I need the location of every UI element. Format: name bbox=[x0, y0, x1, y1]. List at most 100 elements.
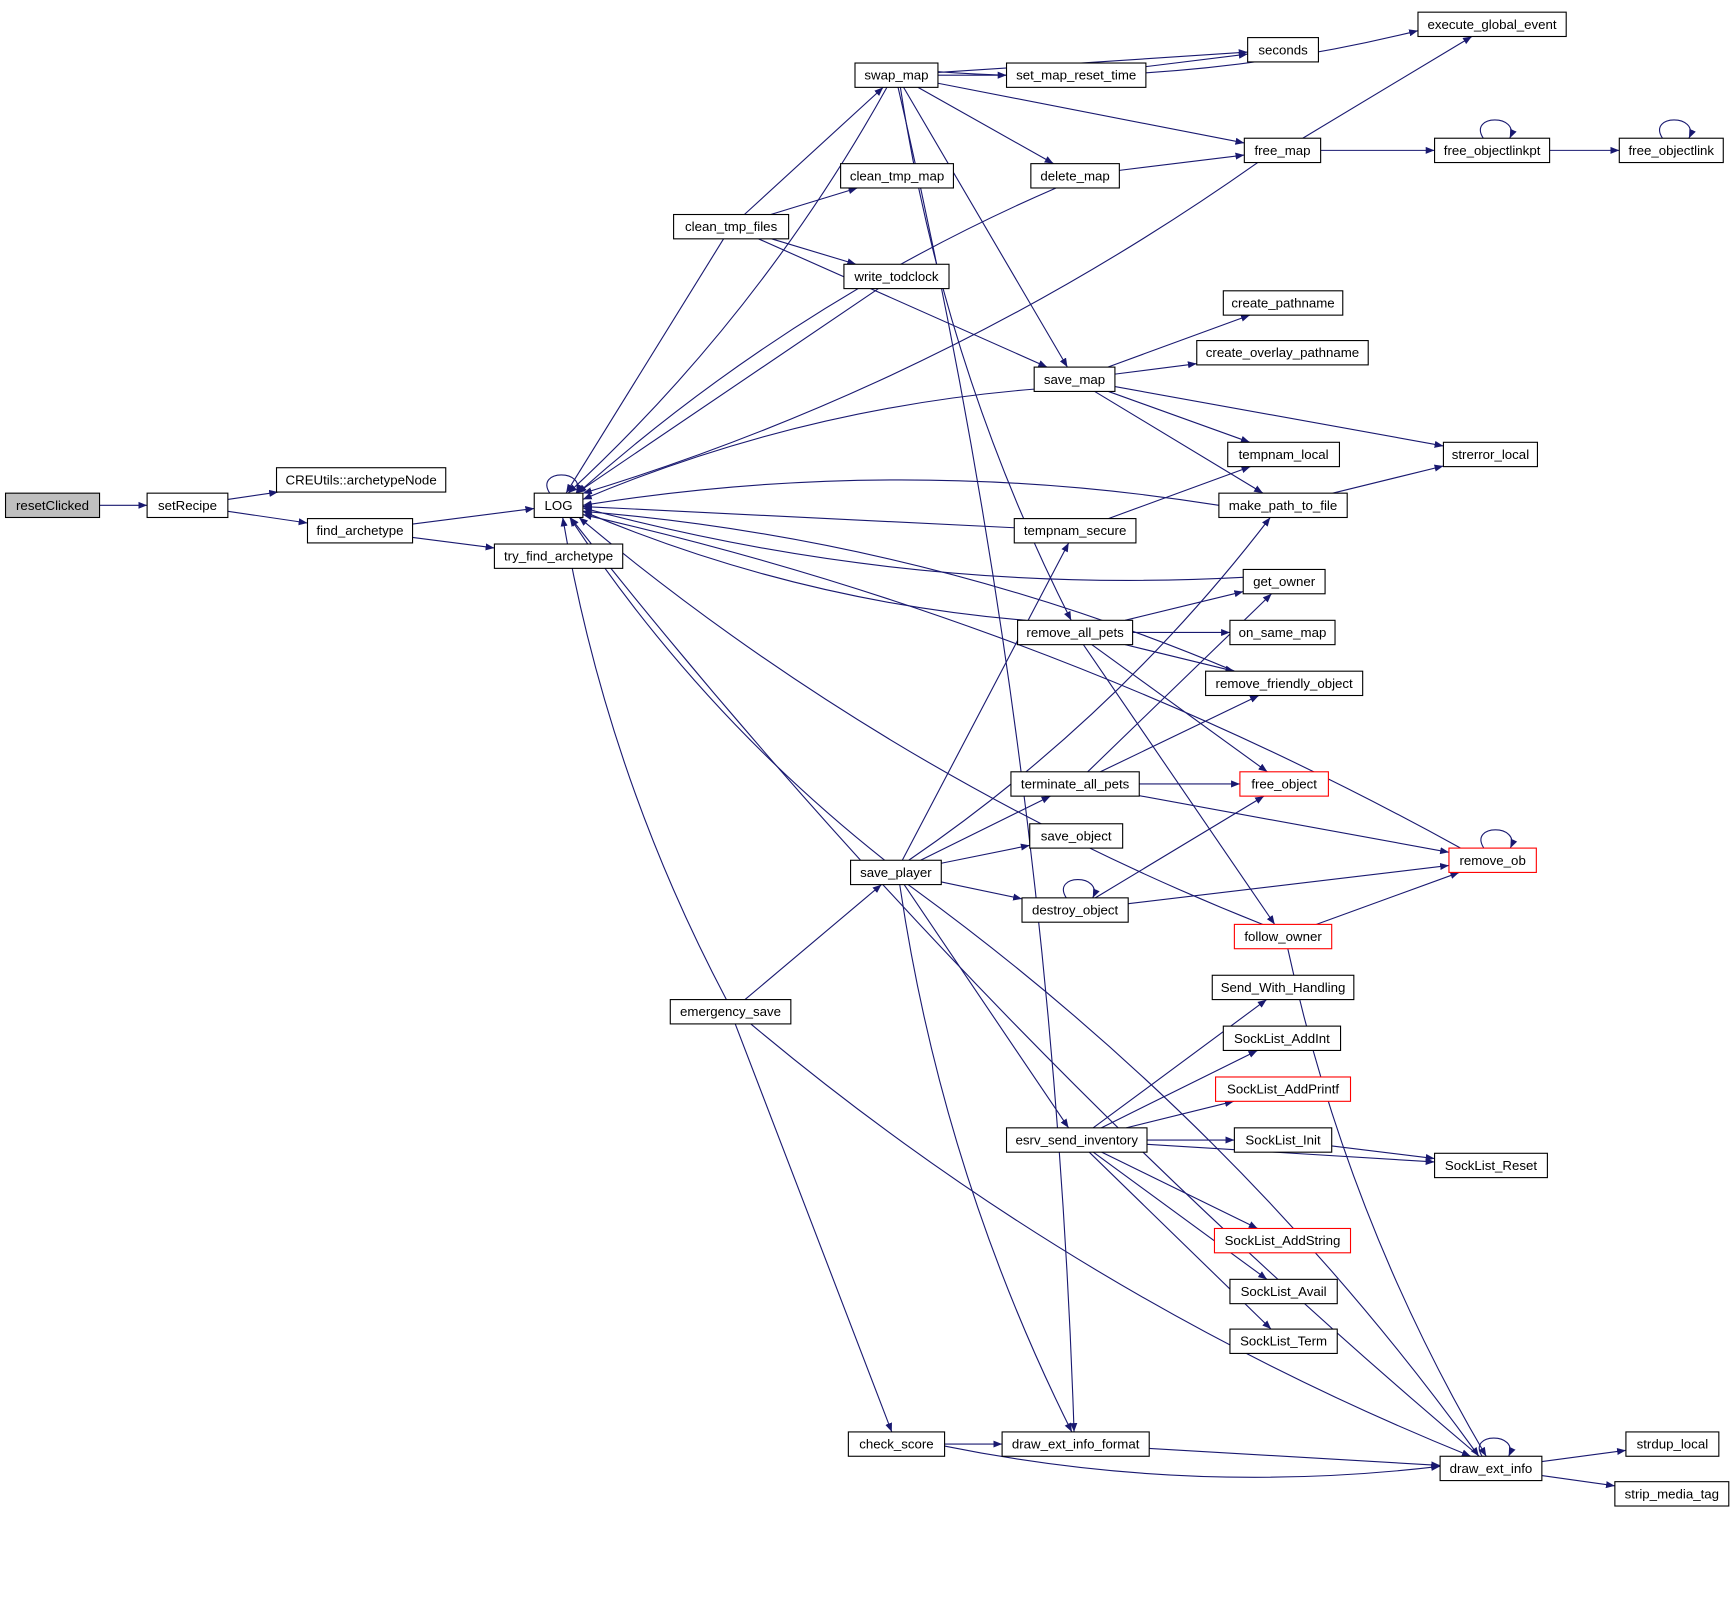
node-strdup_local[interactable]: strdup_local bbox=[1625, 1431, 1720, 1457]
node-box[interactable] bbox=[1001, 1431, 1150, 1457]
node-box[interactable] bbox=[1010, 771, 1140, 797]
node-box[interactable] bbox=[840, 163, 954, 189]
node-box[interactable] bbox=[1013, 518, 1137, 544]
node-save_player[interactable]: save_player bbox=[850, 859, 942, 886]
node-tempnam_secure[interactable]: tempnam_secure bbox=[1013, 518, 1137, 544]
node-box[interactable] bbox=[847, 1431, 946, 1457]
node-box[interactable] bbox=[1017, 619, 1134, 646]
node-SockList_AddPrintf[interactable]: SockList_AddPrintf bbox=[1215, 1076, 1352, 1102]
node-box[interactable] bbox=[843, 263, 950, 290]
node-SockList_AddInt[interactable]: SockList_AddInt bbox=[1222, 1025, 1342, 1052]
node-setRecipe[interactable]: setRecipe bbox=[146, 492, 229, 519]
node-box[interactable] bbox=[1211, 974, 1355, 1001]
node-destroy_object[interactable]: destroy_object bbox=[1021, 897, 1129, 923]
node-write_todclock[interactable]: write_todclock bbox=[843, 263, 950, 290]
node-box[interactable] bbox=[1243, 137, 1322, 164]
node-strip_media_tag[interactable]: strip_media_tag bbox=[1614, 1481, 1730, 1507]
node-box[interactable] bbox=[1030, 163, 1120, 189]
node-box[interactable] bbox=[1247, 37, 1319, 63]
node-box[interactable] bbox=[1618, 137, 1724, 164]
node-swap_map[interactable]: swap_map bbox=[854, 62, 939, 88]
node-box[interactable] bbox=[1625, 1431, 1720, 1457]
node-resetClicked[interactable]: resetClicked bbox=[4, 492, 101, 519]
node-tempnam_local[interactable]: tempnam_local bbox=[1227, 441, 1341, 468]
node-emergency_save[interactable]: emergency_save bbox=[669, 999, 792, 1025]
node-check_score[interactable]: check_score bbox=[847, 1431, 946, 1457]
node-clean_tmp_files[interactable]: clean_tmp_files bbox=[673, 213, 790, 240]
node-SockList_AddString[interactable]: SockList_AddString bbox=[1213, 1227, 1352, 1254]
node-seconds[interactable]: seconds bbox=[1247, 37, 1319, 63]
node-box[interactable] bbox=[1614, 1481, 1730, 1507]
node-box[interactable] bbox=[854, 62, 939, 88]
node-box[interactable] bbox=[306, 518, 414, 544]
node-box[interactable] bbox=[1205, 670, 1364, 697]
node-box[interactable] bbox=[1229, 619, 1336, 646]
node-box[interactable] bbox=[1233, 923, 1333, 950]
node-get_owner[interactable]: get_owner bbox=[1242, 568, 1326, 595]
node-free_objectlink[interactable]: free_objectlink bbox=[1618, 137, 1724, 164]
node-esrv_send_inventory[interactable]: esrv_send_inventory bbox=[1005, 1127, 1148, 1153]
node-box[interactable] bbox=[1417, 11, 1567, 38]
node-box[interactable] bbox=[1242, 568, 1326, 595]
node-box[interactable] bbox=[1033, 366, 1116, 392]
node-box[interactable] bbox=[1448, 847, 1537, 873]
node-LOG[interactable]: LOG bbox=[533, 492, 584, 519]
node-free_map[interactable]: free_map bbox=[1243, 137, 1322, 164]
node-draw_ext_info[interactable]: draw_ext_info bbox=[1439, 1455, 1543, 1482]
node-archetypeNode[interactable]: CREUtils::archetypeNode bbox=[275, 467, 447, 493]
node-Send_With_Handling[interactable]: Send_With_Handling bbox=[1211, 974, 1355, 1001]
node-follow_owner[interactable]: follow_owner bbox=[1233, 923, 1333, 950]
node-SockList_Term[interactable]: SockList_Term bbox=[1229, 1328, 1338, 1354]
node-box[interactable] bbox=[1442, 441, 1538, 468]
node-box[interactable] bbox=[1233, 1127, 1333, 1153]
node-box[interactable] bbox=[1434, 1152, 1548, 1179]
node-SockList_Reset[interactable]: SockList_Reset bbox=[1434, 1152, 1548, 1179]
node-box[interactable] bbox=[1196, 340, 1369, 366]
node-try_find_archetype[interactable]: try_find_archetype bbox=[493, 543, 624, 569]
node-remove_ob[interactable]: remove_ob bbox=[1448, 847, 1537, 873]
node-remove_friendly_object[interactable]: remove_friendly_object bbox=[1205, 670, 1364, 697]
node-box[interactable] bbox=[1005, 62, 1147, 88]
node-SockList_Avail[interactable]: SockList_Avail bbox=[1229, 1278, 1338, 1305]
node-box[interactable] bbox=[1227, 441, 1341, 468]
node-box[interactable] bbox=[1229, 1278, 1338, 1305]
node-execute_global_event[interactable]: execute_global_event bbox=[1417, 11, 1567, 38]
node-strerror_local[interactable]: strerror_local bbox=[1442, 441, 1538, 468]
node-save_object[interactable]: save_object bbox=[1029, 823, 1124, 849]
node-box[interactable] bbox=[1213, 1227, 1352, 1254]
node-box[interactable] bbox=[275, 467, 447, 493]
node-box[interactable] bbox=[146, 492, 229, 519]
node-box[interactable] bbox=[1005, 1127, 1148, 1153]
node-save_map[interactable]: save_map bbox=[1033, 366, 1116, 392]
node-create_overlay_pathname[interactable]: create_overlay_pathname bbox=[1196, 340, 1369, 366]
node-on_same_map[interactable]: on_same_map bbox=[1229, 619, 1336, 646]
node-free_objectlinkpt[interactable]: free_objectlinkpt bbox=[1434, 137, 1551, 164]
node-draw_ext_info_format[interactable]: draw_ext_info_format bbox=[1001, 1431, 1150, 1457]
node-set_map_reset_time[interactable]: set_map_reset_time bbox=[1005, 62, 1147, 88]
node-box[interactable] bbox=[1239, 771, 1329, 797]
node-SockList_Init[interactable]: SockList_Init bbox=[1233, 1127, 1333, 1153]
node-box[interactable] bbox=[850, 859, 942, 886]
node-box[interactable] bbox=[669, 999, 792, 1025]
node-box[interactable] bbox=[1434, 137, 1551, 164]
node-box[interactable] bbox=[1439, 1455, 1543, 1482]
node-box[interactable] bbox=[1222, 1025, 1342, 1052]
node-remove_all_pets[interactable]: remove_all_pets bbox=[1017, 619, 1134, 646]
node-terminate_all_pets[interactable]: terminate_all_pets bbox=[1010, 771, 1140, 797]
node-box[interactable] bbox=[1218, 492, 1348, 519]
node-box[interactable] bbox=[673, 213, 790, 240]
node-free_object[interactable]: free_object bbox=[1239, 771, 1329, 797]
node-box[interactable] bbox=[4, 492, 101, 519]
node-create_pathname[interactable]: create_pathname bbox=[1222, 290, 1344, 316]
node-box[interactable] bbox=[1029, 823, 1124, 849]
node-box[interactable] bbox=[1215, 1076, 1352, 1102]
node-box[interactable] bbox=[1021, 897, 1129, 923]
node-find_archetype[interactable]: find_archetype bbox=[306, 518, 414, 544]
node-box[interactable] bbox=[1222, 290, 1344, 316]
node-clean_tmp_map[interactable]: clean_tmp_map bbox=[840, 163, 954, 189]
node-box[interactable] bbox=[1229, 1328, 1338, 1354]
node-make_path_to_file[interactable]: make_path_to_file bbox=[1218, 492, 1348, 519]
node-box[interactable] bbox=[533, 492, 584, 519]
node-delete_map[interactable]: delete_map bbox=[1030, 163, 1120, 189]
node-box[interactable] bbox=[493, 543, 624, 569]
